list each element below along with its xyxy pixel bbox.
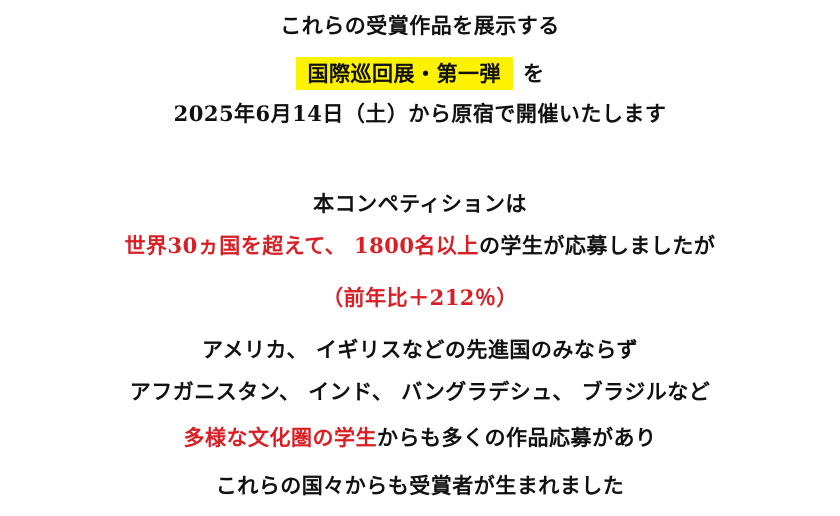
participants-rest: の学生が応募しましたが [478,233,716,258]
winners-text: これらの国々からも受賞者が生まれました [215,473,625,498]
highlighted-exhibition-title: 国際巡回展・第一弾 [295,57,513,90]
body-line-winners: これらの国々からも受賞者が生まれました [0,472,840,500]
developed-countries-text: アメリカ、 イギリスなどの先進国のみならず [202,337,638,362]
participants-highlight: 世界30ヵ国を超えて、 1800名以上 [124,233,479,258]
event-date-location: 2025年6月14日（土）から原宿で開催いたします [173,101,667,126]
body-line-diversity: 多様な文化圏の学生からも多くの作品応募があり [0,424,840,452]
growth-rate: （前年比＋212％） [322,285,518,310]
intro-text-exhibit: これらの受賞作品を展示する [280,13,560,38]
intro-line-2: 国際巡回展・第一弾を [0,57,840,90]
competition-heading: 本コンペティションは [313,191,527,216]
body-line-developed-countries: アメリカ、 イギリスなどの先進国のみならず [0,336,840,364]
body-line-competition: 本コンペティションは [0,190,840,218]
diversity-rest: からも多くの作品応募があり [377,425,657,450]
particle-text: を [523,61,545,86]
intro-line-3: 2025年6月14日（土）から原宿で開催いたします [0,100,840,128]
body-line-growth: （前年比＋212％） [0,284,840,312]
body-line-participants: 世界30ヵ国を超えて、 1800名以上の学生が応募しましたが [0,232,840,260]
body-line-other-countries: アフガニスタン、 インド、 バングラデシュ、 ブラジルなど [0,378,840,406]
diverse-students-highlight: 多様な文化圏の学生 [183,425,377,450]
intro-line-1: これらの受賞作品を展示する [0,12,840,40]
other-countries-text: アフガニスタン、 インド、 バングラデシュ、 ブラジルなど [129,379,711,404]
